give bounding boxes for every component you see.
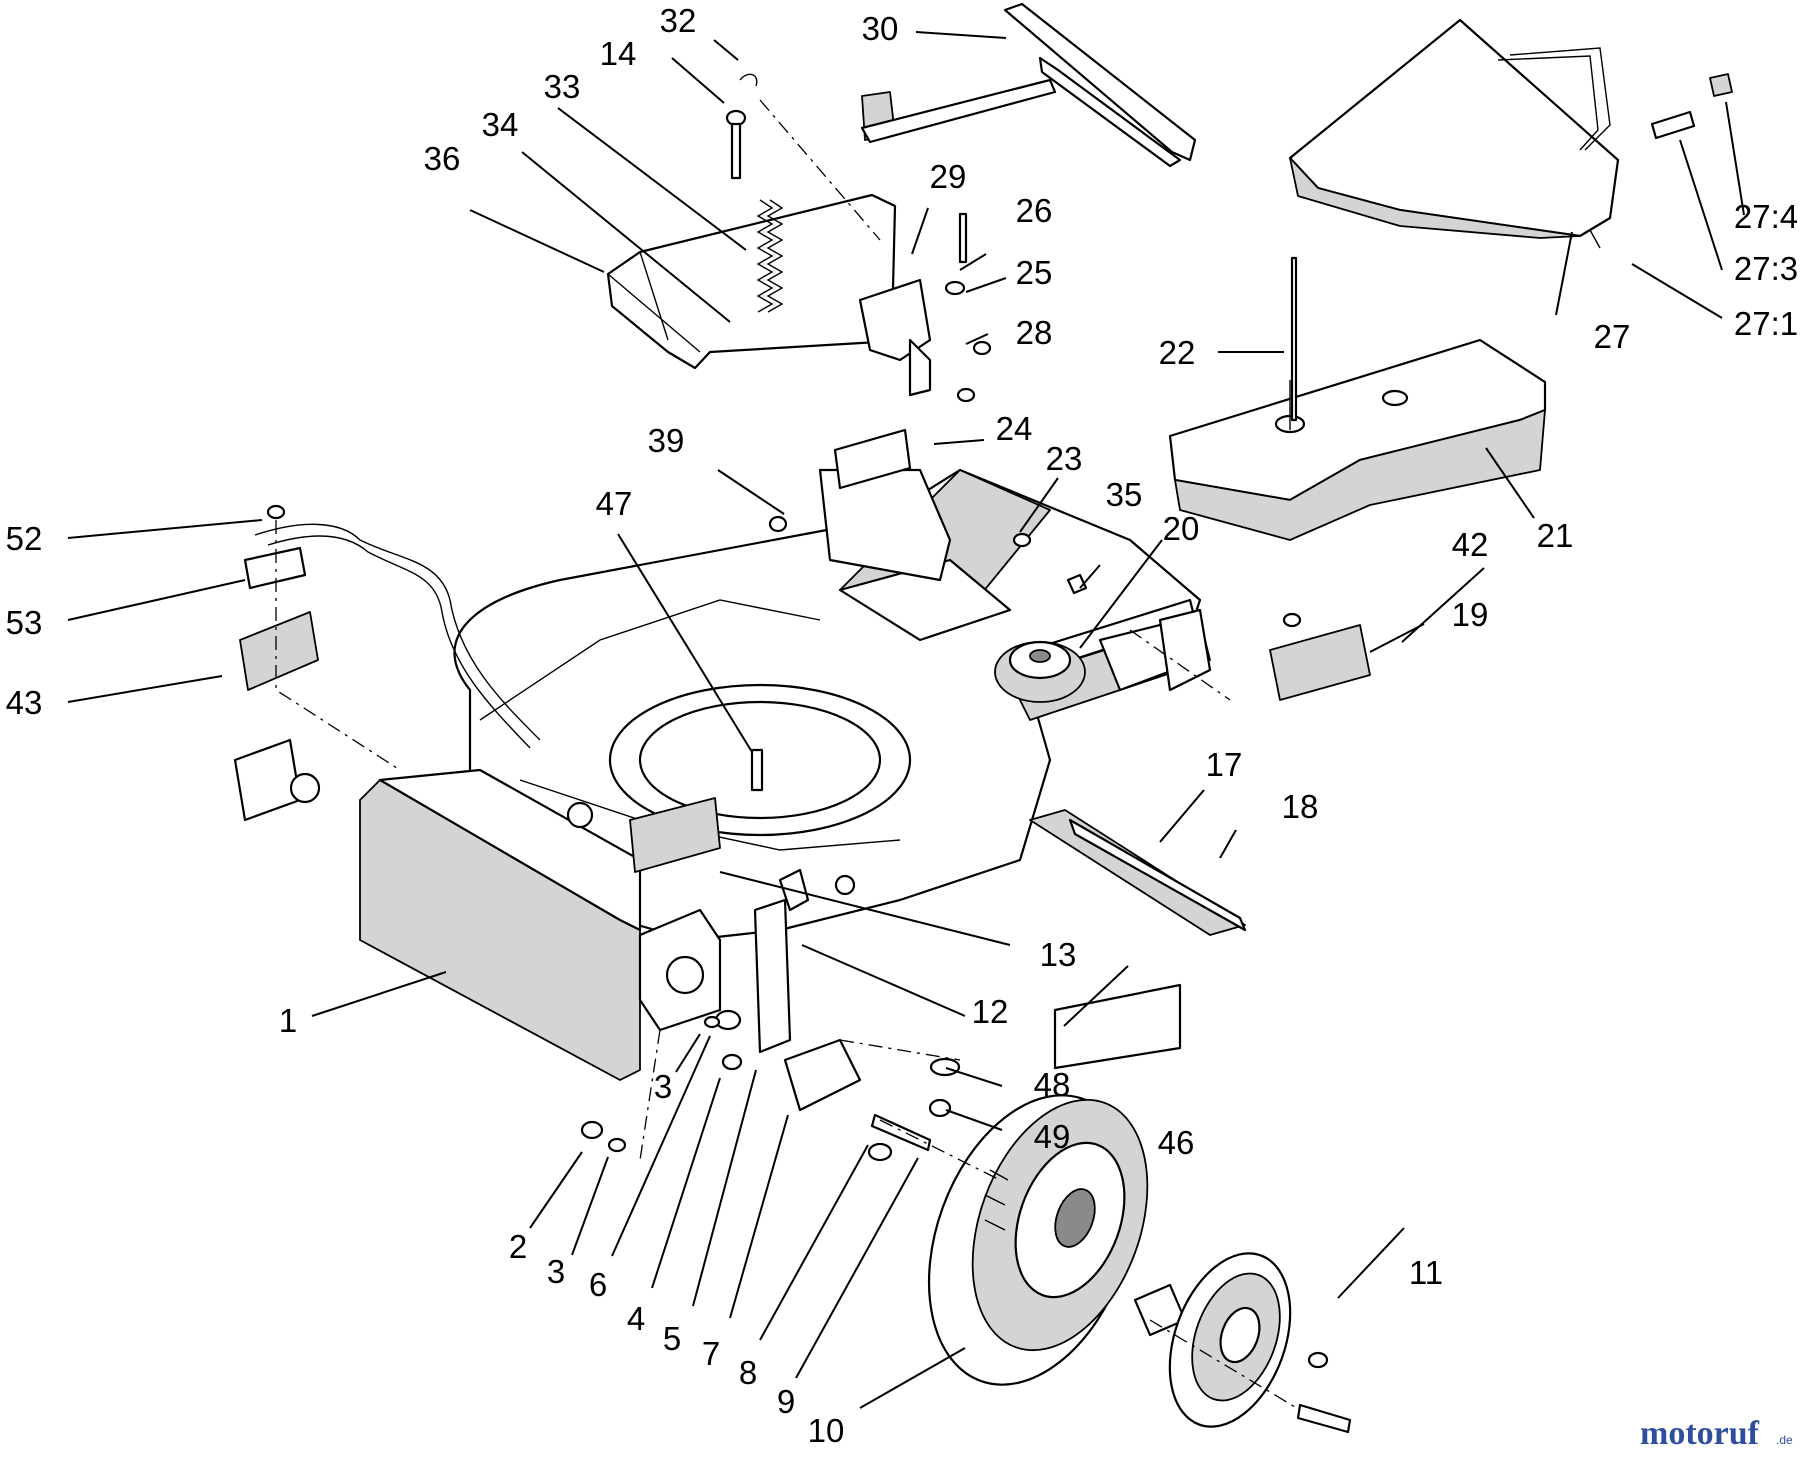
rear-wheel-drawing <box>927 1094 1149 1386</box>
callout-13: 13 <box>1040 936 1077 973</box>
callout-27-3: 27:3 <box>1734 250 1798 287</box>
wheel-hub-cap-drawing <box>1133 1252 1292 1428</box>
callout-20: 20 <box>1163 510 1200 547</box>
rear-pivot-bracket-drawing <box>233 738 321 822</box>
callout-25: 25 <box>1016 254 1053 291</box>
callout-53: 53 <box>6 604 43 641</box>
callout-12: 12 <box>972 993 1009 1030</box>
callout-6: 6 <box>589 1266 607 1303</box>
watermark-suffix: .de <box>1776 1433 1793 1447</box>
callout-3a: 3 <box>654 1068 672 1105</box>
watermark-logo: motoruf .de <box>1640 1415 1793 1452</box>
callout-leaders <box>67 31 1745 1409</box>
callout-19: 19 <box>1452 596 1489 633</box>
rear-baffle-drawing <box>1168 338 1547 541</box>
callout-5: 5 <box>663 1320 681 1357</box>
callout-46: 46 <box>1158 1124 1195 1161</box>
lower-handle-drawing <box>254 523 541 749</box>
callout-34: 34 <box>482 106 519 143</box>
rear-door-flap-drawing <box>606 193 897 370</box>
callout-2: 2 <box>509 1228 527 1265</box>
assembly-centerlines <box>275 99 1301 1411</box>
drive-transmission-drawing <box>994 608 1212 703</box>
callout-33: 33 <box>544 68 581 105</box>
callout-1: 1 <box>279 1002 297 1039</box>
bag-frame-handle-drawing <box>860 2 1197 168</box>
callout-24: 24 <box>996 410 1033 447</box>
callout-27-1: 27:1 <box>1734 305 1798 342</box>
axle-shaft-drawing <box>1029 809 1247 936</box>
callout-43: 43 <box>6 684 43 721</box>
callout-27-4: 27:4 <box>1734 198 1798 235</box>
callout-7: 7 <box>702 1335 720 1372</box>
callout-47: 47 <box>596 485 633 522</box>
callout-39: 39 <box>648 422 685 459</box>
callout-4: 4 <box>627 1300 645 1337</box>
wheel-pivot-arm-drawing <box>638 868 862 1112</box>
callout-8: 8 <box>739 1354 757 1391</box>
callout-32: 32 <box>660 2 697 39</box>
decal-label-drawing <box>1053 983 1182 1070</box>
hinge-bracket-drawing <box>858 278 932 397</box>
callout-28: 28 <box>1016 314 1053 351</box>
callout-49: 49 <box>1034 1118 1071 1155</box>
callout-14: 14 <box>600 35 637 72</box>
callout-52: 52 <box>6 520 43 557</box>
callout-48: 48 <box>1034 1066 1071 1103</box>
callout-23: 23 <box>1046 440 1083 477</box>
callout-26: 26 <box>1016 192 1053 229</box>
hardware-drawing <box>266 73 1352 1434</box>
torsion-spring-drawing <box>756 199 784 313</box>
height-adjuster-brackets-drawing <box>239 428 1371 873</box>
callout-labels: 1 2 3 3 4 5 6 7 8 9 10 11 12 13 14 17 18… <box>6 2 1798 1449</box>
callout-30: 30 <box>862 10 899 47</box>
callout-27: 27 <box>1594 318 1631 355</box>
callout-36: 36 <box>424 140 461 177</box>
watermark-text: motoruf <box>1640 1415 1760 1452</box>
callout-9: 9 <box>777 1383 795 1420</box>
callout-21: 21 <box>1537 517 1574 554</box>
callout-10: 10 <box>808 1412 845 1449</box>
callout-18: 18 <box>1282 788 1319 825</box>
callout-35: 35 <box>1106 476 1143 513</box>
callout-42: 42 <box>1452 526 1489 563</box>
callout-29: 29 <box>930 158 967 195</box>
callout-17: 17 <box>1206 746 1243 783</box>
callout-22: 22 <box>1159 334 1196 371</box>
callout-3b: 3 <box>547 1253 565 1290</box>
grass-bag-drawing <box>1288 18 1733 249</box>
callout-11: 11 <box>1409 1254 1443 1291</box>
